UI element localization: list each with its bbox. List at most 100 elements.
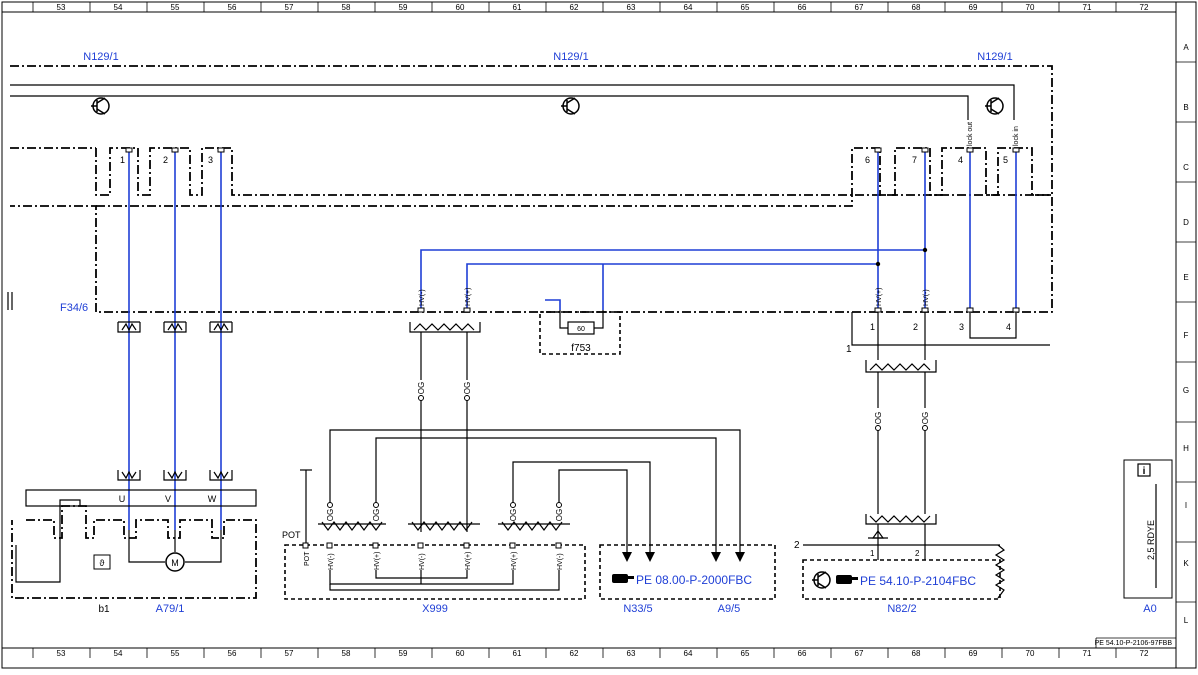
col-label: 63: [627, 3, 636, 12]
col-label: 70: [1026, 3, 1035, 12]
col-label: 53: [57, 3, 66, 12]
wire-color-label: OG: [921, 412, 930, 424]
reference-box-n33-a9: [599, 544, 776, 600]
pointing-hand-icon: [612, 574, 634, 583]
reference-link[interactable]: PE 54.10-P-2104FBC: [860, 574, 976, 588]
connector-label: 1: [846, 344, 852, 355]
fuse-box-f753: [539, 311, 621, 355]
wire-color-label: OG: [874, 412, 883, 424]
pin-label: 4: [958, 155, 963, 165]
transistor-icon: [561, 97, 580, 115]
col-label-bottom: 71: [1083, 649, 1092, 658]
pin-label: 4: [1006, 322, 1011, 332]
component-label-n82: N82/2: [887, 603, 916, 615]
component-label-f753: f753: [571, 343, 591, 354]
pin-label: 1: [870, 322, 875, 332]
pin-signal-label: HV(+): [511, 552, 518, 570]
reference-link[interactable]: PE 08.00-P-2000FBC: [636, 573, 752, 587]
pin-signal-label: HV(+): [465, 552, 472, 570]
col-label: 62: [570, 3, 579, 12]
pin-label: 1: [870, 549, 875, 558]
connector-x999: [284, 544, 586, 600]
col-label: 65: [741, 3, 750, 12]
wire-color-label: OG: [463, 382, 472, 394]
document-number: PE 54.10-P-2106-97FBB: [1095, 640, 1173, 647]
wire-color-label: OG: [417, 382, 426, 394]
col-label-bottom: 56: [228, 649, 237, 658]
col-label-bottom: 58: [342, 649, 351, 658]
transistor-icon: [812, 571, 831, 589]
col-label-bottom: 70: [1026, 649, 1035, 658]
col-label: 54: [114, 3, 123, 12]
crimp-symbols: [117, 321, 937, 531]
svg-text:M: M: [171, 558, 179, 568]
component-label-b1: b1: [98, 604, 110, 615]
row-label: F: [1184, 331, 1189, 340]
fuse-value: 60: [577, 326, 585, 333]
motor-connector-bar: [25, 489, 257, 507]
signal-label: HV(-): [923, 289, 930, 306]
signal-label: HV(-): [419, 289, 426, 306]
svg-text:i: i: [1143, 466, 1146, 477]
wire-spec-box: [1123, 459, 1173, 599]
pointing-hand-icon: [836, 575, 858, 584]
motor-icon: M: [165, 552, 185, 572]
row-label: C: [1183, 163, 1189, 172]
col-label-bottom: 72: [1140, 649, 1149, 658]
black-wires: [300, 312, 926, 555]
component-label-n129-left: N129/1: [83, 51, 118, 63]
col-label-bottom: 57: [285, 649, 294, 658]
pin-signal-label: POT: [304, 551, 311, 566]
pin-label: 2: [915, 549, 920, 558]
info-icon: i: [1137, 463, 1151, 477]
fuse-icon: [567, 321, 595, 335]
connector-label: 2: [794, 540, 800, 551]
col-label: 68: [912, 3, 921, 12]
component-label-a79: A79/1: [156, 603, 185, 615]
col-label-bottom: 65: [741, 649, 750, 658]
col-label: 69: [969, 3, 978, 12]
pin-label: 3: [208, 155, 213, 165]
wire-color-label: OG: [555, 509, 564, 521]
pin-label: 3: [959, 322, 964, 332]
signal-label: HV(+): [876, 288, 883, 306]
col-label: 60: [456, 3, 465, 12]
component-label-a9: A9/5: [718, 603, 741, 615]
col-label: 64: [684, 3, 693, 12]
pin-signal-label: lock out: [967, 122, 974, 146]
row-label: I: [1185, 501, 1187, 510]
col-label-bottom: 68: [912, 649, 921, 658]
transistor-icon: [91, 97, 110, 115]
n129-module-outline: [10, 65, 1053, 313]
row-label: E: [1183, 273, 1188, 282]
motor-phase-label: W: [208, 494, 217, 504]
pin-label: 6: [865, 155, 870, 165]
motor-phase-label: V: [165, 494, 171, 504]
col-label-bottom: 69: [969, 649, 978, 658]
component-label-x999: X999: [422, 603, 448, 615]
row-label: D: [1183, 218, 1189, 227]
pin-label: 2: [913, 322, 918, 332]
col-label: 72: [1140, 3, 1149, 12]
wire-spec-label: 2,5 RDYE: [1146, 520, 1156, 560]
col-label-bottom: 66: [798, 649, 807, 658]
pin-signal-label: lock in: [1013, 126, 1020, 146]
pin-signal-label: HV(-): [419, 553, 426, 570]
signal-label: HV(+): [465, 288, 472, 306]
wire-color-label: OG: [509, 509, 518, 521]
col-label-bottom: 55: [171, 649, 180, 658]
col-label: 71: [1083, 3, 1092, 12]
component-label-f34: F34/6: [60, 302, 88, 314]
module-n82: [802, 559, 1001, 600]
col-label-bottom: 62: [570, 649, 579, 658]
col-label-bottom: 64: [684, 649, 693, 658]
col-label-bottom: 63: [627, 649, 636, 658]
row-label: G: [1183, 386, 1189, 395]
row-label: L: [1184, 616, 1189, 625]
row-label: A: [1183, 43, 1189, 52]
row-label: H: [1183, 444, 1189, 453]
wire-color-label: OG: [372, 509, 381, 521]
